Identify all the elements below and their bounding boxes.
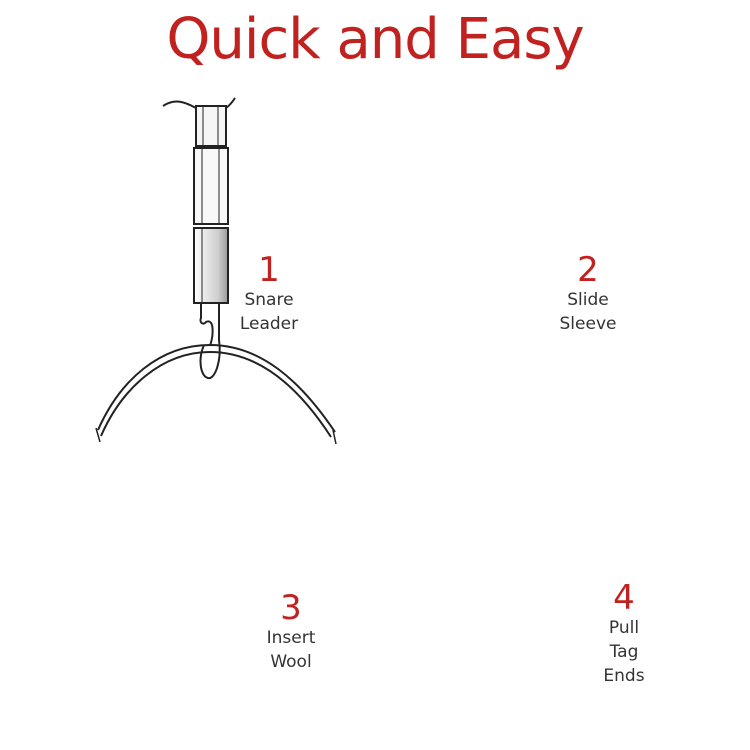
step-text-line: Snare [244, 290, 294, 310]
step-text-line: Insert [266, 628, 316, 648]
step-3-label: 3 Insert Wool [258, 590, 324, 674]
step-1-illustration [95, 97, 337, 445]
step-text-line: Sleeve [559, 314, 617, 334]
step-number: 4 [613, 578, 635, 618]
step-text-line: Pull [608, 618, 640, 638]
step-text-line: Tag [609, 642, 639, 662]
step-2-label: 2 Slide Sleeve [555, 252, 621, 336]
step-text-line: Slide [567, 290, 609, 310]
step-1-label: 1 Snare Leader [236, 252, 302, 336]
step-text-line: Leader [239, 314, 299, 334]
step-number: 1 [258, 250, 280, 290]
step-text-line: Wool [270, 652, 312, 672]
step-number: 2 [577, 250, 599, 290]
step-4-label: 4 Pull Tag Ends [594, 580, 654, 688]
page-title: Quick and Easy [166, 7, 584, 72]
step-number: 3 [280, 588, 302, 628]
step-text-line: Ends [603, 666, 645, 686]
